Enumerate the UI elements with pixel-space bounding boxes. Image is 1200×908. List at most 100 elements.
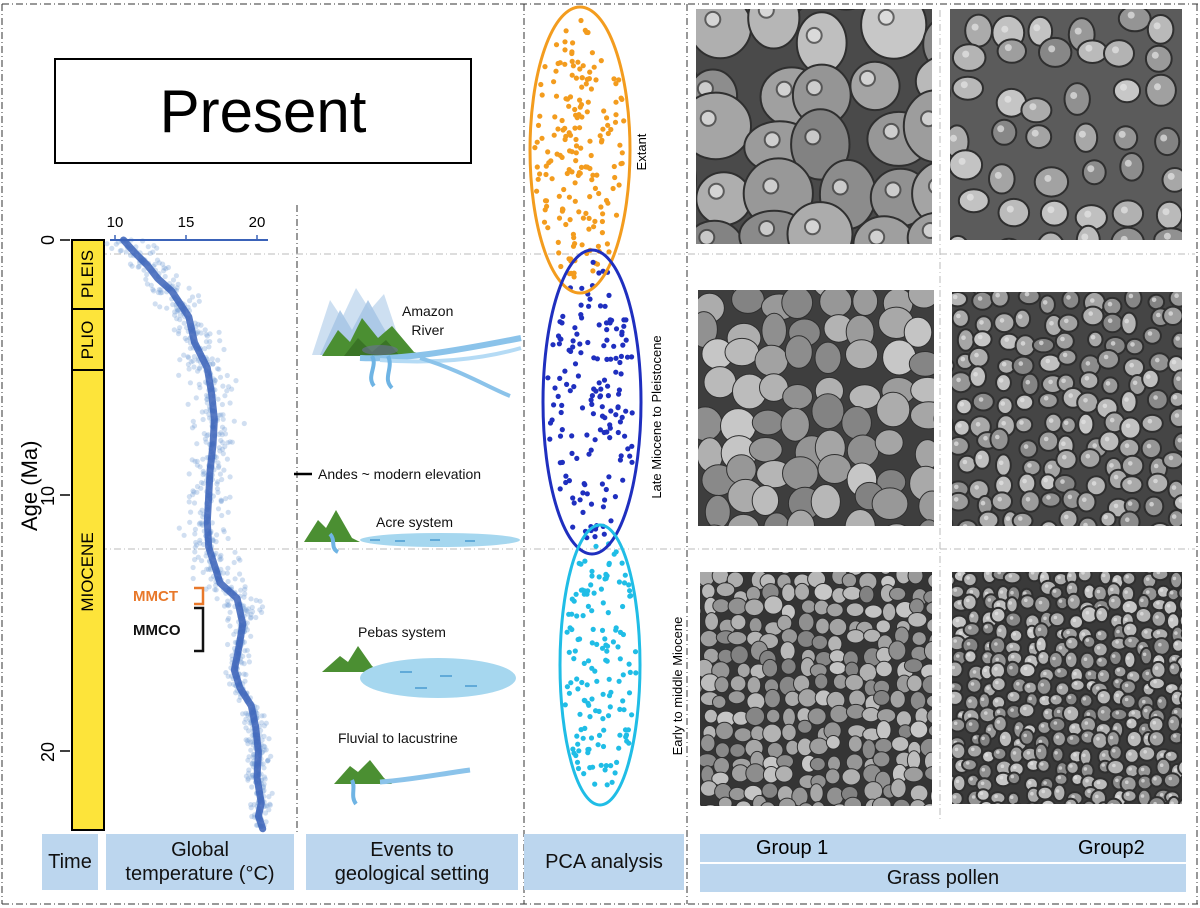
pollen-texture-blob	[990, 606, 1007, 624]
pollen-texture-highlight	[1064, 318, 1069, 324]
temperature-point	[154, 245, 160, 251]
pca-point-late	[619, 329, 625, 335]
pca-point-late	[579, 405, 586, 411]
pollen-texture-highlight	[1047, 464, 1053, 470]
pollen-texture-highlight	[1024, 598, 1028, 602]
temperature-point	[174, 307, 181, 313]
pollen-texture-highlight	[1153, 776, 1157, 781]
temperature-point	[188, 509, 194, 515]
pollen-texture-highlight	[1081, 233, 1089, 240]
pollen-texture-blob	[1038, 36, 1073, 68]
pca-point-extant	[611, 163, 617, 170]
temperature-point	[245, 711, 251, 717]
pollen-texture-blob	[902, 89, 932, 163]
pollen-texture-highlight	[1037, 748, 1042, 753]
pollen-texture-blob	[961, 758, 978, 772]
temperature-point	[260, 761, 266, 767]
pollen-texture-blob	[1038, 392, 1059, 409]
pollen-texture-highlight	[1145, 685, 1149, 690]
pollen-texture-blob	[930, 789, 932, 803]
pca-point-early	[616, 678, 622, 684]
pollen-texture-blob	[991, 746, 1008, 761]
pollen-texture-highlight	[1113, 577, 1118, 582]
temperature-point	[263, 747, 269, 753]
temperature-point	[184, 337, 190, 343]
pollen-texture-highlight	[1018, 516, 1023, 521]
pollen-texture-blob	[1108, 649, 1123, 667]
pca-point-late	[607, 435, 613, 441]
temperature-point	[216, 329, 222, 335]
temperature-point	[202, 436, 208, 442]
pollen-texture-blob	[807, 707, 827, 726]
pollen-texture-highlight	[1020, 397, 1025, 403]
pollen-texture-highlight	[1005, 516, 1011, 521]
pollen-texture-blob	[1005, 689, 1022, 704]
temperature-point	[185, 401, 191, 407]
pollen-texture-highlight	[1168, 455, 1174, 461]
temperature-point	[265, 757, 271, 763]
pca-point-extant	[538, 81, 544, 88]
pollen-texture-blob	[1036, 758, 1051, 773]
pollen-texture-highlight	[1009, 644, 1014, 648]
pollen-texture-highlight	[1030, 791, 1034, 796]
temperature-point	[127, 261, 134, 267]
pollen-texture-highlight	[975, 422, 981, 427]
pollen-texture-blob	[1106, 593, 1123, 611]
temperature-point	[246, 767, 252, 773]
pca-point-extant	[586, 226, 592, 232]
temperature-point	[219, 476, 225, 483]
pollen-texture-blob	[1014, 416, 1034, 434]
pollen-texture-blob	[811, 634, 829, 650]
pollen-texture-blob	[809, 783, 824, 803]
pollen-texture-highlight	[1062, 352, 1068, 358]
pollen-texture-blob	[811, 393, 845, 430]
temperature-point	[191, 489, 197, 495]
pollen-texture-blob	[1118, 437, 1141, 458]
temperature-point	[261, 747, 267, 753]
temperature-point	[241, 661, 247, 667]
pollen-texture-highlight	[1147, 331, 1153, 336]
pollen-texture-highlight	[1078, 130, 1086, 138]
pollen-texture-highlight	[1064, 514, 1069, 520]
pollen-texture-highlight	[1037, 641, 1042, 645]
temperature-point	[221, 603, 228, 609]
pollen-texture-blob	[1118, 510, 1141, 526]
pca-point-early	[587, 765, 593, 771]
temperature-point	[261, 733, 267, 740]
pollen-texture-highlight	[707, 182, 725, 200]
pollen-texture-highlight	[1084, 376, 1090, 381]
pollen-texture-blob	[844, 509, 876, 526]
pollen-texture-highlight	[960, 356, 966, 362]
temperature-point	[203, 339, 209, 345]
pollen-texture-highlight	[805, 79, 823, 97]
pollen-texture-blob	[1011, 355, 1035, 377]
pca-point-extant	[599, 218, 606, 225]
pollen-texture-blob	[952, 660, 964, 679]
temperature-point	[194, 462, 200, 468]
temperature-point	[221, 346, 227, 353]
temperature-point	[246, 659, 252, 665]
temperature-point	[246, 728, 252, 734]
temperature-point	[267, 801, 273, 807]
pca-point-early	[617, 732, 623, 738]
pollen-texture-blob	[700, 734, 716, 753]
pollen-texture-highlight	[950, 134, 957, 142]
pca-point-extant	[605, 122, 611, 128]
pca-point-early	[627, 593, 633, 599]
temperature-point	[192, 458, 198, 464]
pollen-texture-highlight	[986, 686, 990, 690]
temperature-point	[248, 633, 254, 639]
pca-point-extant	[583, 210, 589, 216]
pollen-texture-blob	[910, 401, 934, 430]
pollen-texture-blob	[1124, 716, 1139, 731]
pca-point-late	[599, 481, 606, 487]
pollen-texture-blob	[1125, 337, 1145, 356]
pollen-texture-highlight	[1083, 657, 1088, 661]
pollen-texture-blob	[754, 344, 789, 377]
pollen-texture-highlight	[1015, 725, 1020, 730]
pollen-texture-blob	[1108, 572, 1118, 574]
pollen-texture-highlight	[1004, 44, 1012, 52]
pca-point-early	[627, 588, 633, 594]
pollen-texture-blob	[873, 690, 891, 706]
pollen-texture-highlight	[1040, 574, 1045, 579]
